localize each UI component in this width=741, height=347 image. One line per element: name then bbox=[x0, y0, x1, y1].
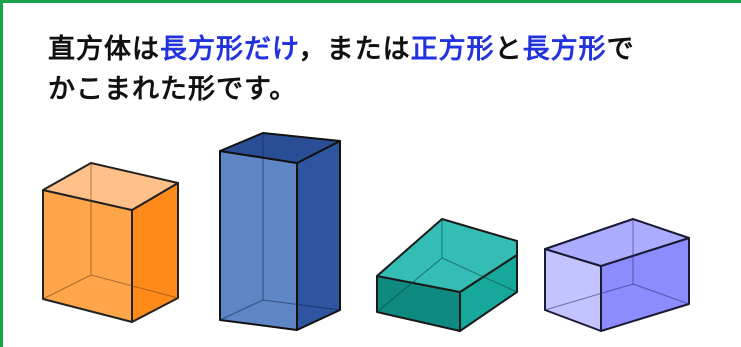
caption-text-2: ，または bbox=[298, 34, 411, 65]
caption-line-2: かこまれた形です。 bbox=[48, 74, 298, 105]
lavender-rectangular-prism bbox=[544, 218, 690, 332]
caption-highlight-rectangle: 長方形 bbox=[522, 34, 607, 65]
caption-text-4: で bbox=[606, 34, 635, 65]
caption-text-1: 直方体は bbox=[48, 34, 160, 65]
caption-highlight-rectangle-only: 長方形だけ bbox=[160, 34, 299, 65]
flat-teal-rectangular-prism bbox=[376, 218, 518, 332]
caption-text-3: と bbox=[494, 34, 523, 65]
caption-line-1: 直方体は長方形だけ，または正方形と長方形で bbox=[48, 30, 635, 70]
tall-blue-square-prism bbox=[219, 132, 341, 331]
orange-rectangular-prism bbox=[42, 162, 179, 323]
caption-text: 直方体は長方形だけ，または正方形と長方形で かこまれた形です。 bbox=[48, 30, 635, 110]
caption-highlight-square: 正方形 bbox=[410, 34, 495, 65]
